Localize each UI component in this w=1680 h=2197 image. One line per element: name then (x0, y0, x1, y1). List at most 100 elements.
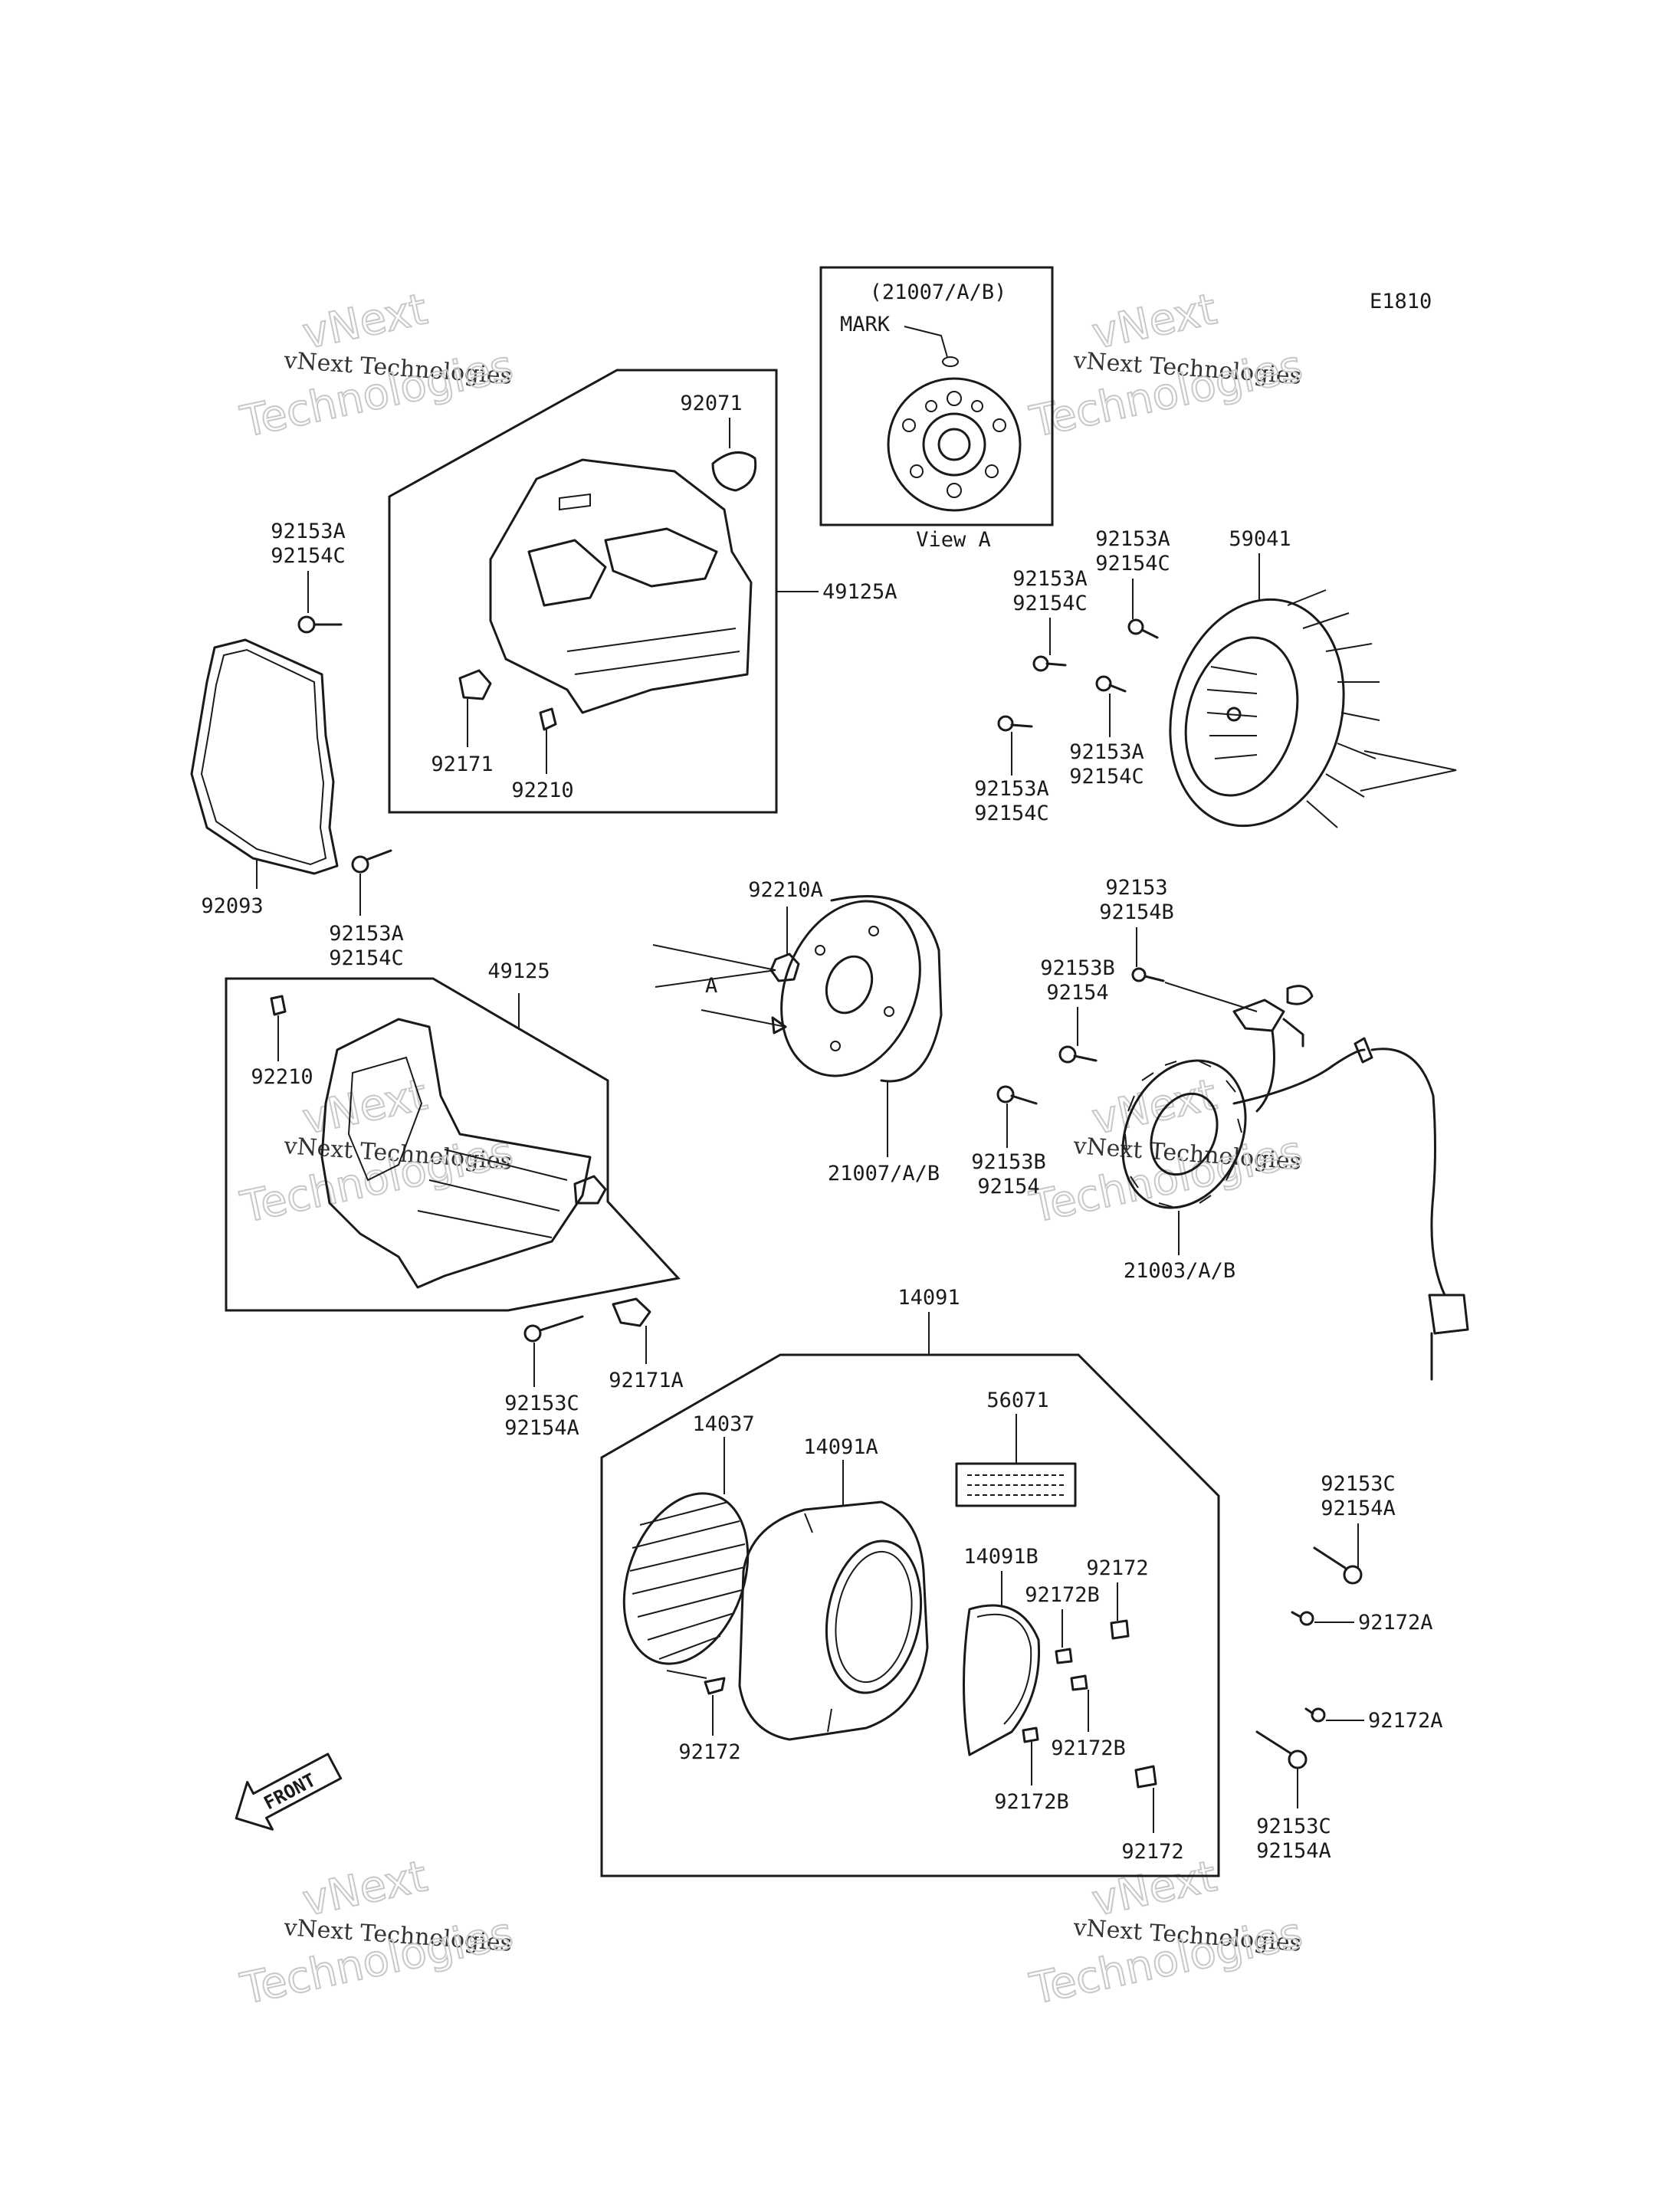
label-21007: 21007/A/B (828, 1162, 940, 1185)
lower-shroud-inner (347, 1056, 423, 1182)
watermark-middle-left: vNext vNext Technologies Technologies (235, 1069, 517, 1234)
fan-cover-opening-inner (835, 1550, 913, 1684)
label-92154-b: 92154 (977, 1175, 1039, 1199)
bolt-shank (539, 1315, 584, 1332)
flywheel-axis-line (652, 944, 776, 988)
label-92172-c: 92172 (1121, 1840, 1183, 1864)
label-92154A-a: 92154A (504, 1416, 579, 1440)
bolt-head (523, 1324, 542, 1343)
pickup-coil (1232, 998, 1285, 1032)
label-92172A-a: 92172A (1358, 1611, 1433, 1635)
fan-outer-ring (1169, 598, 1345, 828)
rotor-face-bore (937, 428, 971, 461)
screw-92172 (1134, 1765, 1157, 1789)
stator-coils (1124, 1061, 1242, 1208)
fan-cover-group: 14091 14037 14091A 56071 14091B 92172 92… (600, 1286, 1220, 1877)
bolt-shank (1140, 628, 1159, 639)
fan-axis-line (1360, 750, 1457, 792)
screw-head (1299, 1611, 1314, 1626)
stator-group: 92153 92154B 92153B 92154 92153B 92154 2… (971, 876, 1469, 1381)
label-92154C-f: 92154C (974, 802, 1049, 825)
label-92153C-b: 92153C (1321, 1472, 1396, 1496)
clip-92171 (458, 669, 492, 700)
cover-axis-line (666, 1670, 707, 1679)
upper-shroud-part (489, 458, 753, 714)
label-92154C-b: 92154C (329, 946, 404, 970)
label-92172A-b: 92172A (1368, 1709, 1443, 1733)
shroud-slot (559, 493, 591, 511)
label-92172B-b: 92172B (1051, 1736, 1126, 1760)
bolt-lower-left: 92153C 92154A 92171A (504, 1297, 684, 1440)
screw-92172-a (704, 1677, 726, 1695)
label-92154C-c: 92154C (1095, 552, 1170, 575)
label-92172-a: 92172 (678, 1740, 740, 1764)
bolt-top-left: 92153A 92154C (271, 520, 346, 634)
label-92153A-e: 92153A (1069, 740, 1144, 764)
label-14091B: 14091B (963, 1545, 1039, 1569)
lower-shroud-boss (573, 1175, 607, 1205)
bolt-head (1131, 967, 1147, 982)
fan-fins (1206, 666, 1258, 759)
front-arrow-shape (235, 1753, 343, 1831)
bolt-shank (365, 849, 392, 861)
nut-92210 (539, 707, 557, 731)
guard-inner (976, 1613, 1032, 1725)
screw-shank (1291, 1611, 1302, 1618)
label-14091A: 14091A (803, 1435, 878, 1459)
upper-shroud-frame (388, 369, 778, 814)
flywheel-hole (868, 926, 879, 936)
fan-blades (1287, 589, 1380, 828)
bolt-head (1058, 1045, 1077, 1064)
screw-92172B (1022, 1726, 1039, 1743)
front-direction-arrow: FRONT (235, 1753, 343, 1831)
fan-bolts: 92153A 92154C 92153A 92154C 92153A 92154… (974, 527, 1170, 825)
rotor-hole (993, 418, 1006, 432)
label-92093: 92093 (201, 894, 263, 918)
view-arrow-head (771, 1016, 787, 1035)
view-a-mark-label: MARK (840, 313, 891, 336)
flywheel-group: 92210A A 21007/A/B (652, 878, 943, 1185)
stator-bolt-line (1164, 982, 1258, 1012)
rotor-hole (902, 418, 916, 432)
diagram-code: E1810 (1370, 290, 1432, 313)
bolt-head (1095, 675, 1112, 692)
wire-grommet (1354, 1037, 1373, 1064)
fan-group: 59041 (1169, 527, 1457, 828)
label-92171: 92171 (431, 753, 493, 776)
svg-text:vNext: vNext (298, 1070, 431, 1145)
flywheel-face (780, 900, 921, 1077)
label-56071: 56071 (986, 1389, 1048, 1412)
watermark-bottom-left: vNext vNext Technologies Technologies (235, 1851, 517, 2015)
rotor-hole (985, 464, 999, 478)
bolt-shank (1073, 1054, 1098, 1062)
rotor-face-outline (887, 377, 1022, 512)
label-92172-b: 92172 (1086, 1556, 1148, 1580)
label-92154C-a: 92154C (271, 544, 346, 568)
pickup-tab (1286, 985, 1314, 1005)
stator-wire (1232, 1048, 1366, 1105)
watermark-top-left: vNext vNext Technologies Technologies (235, 284, 517, 448)
label-92171A: 92171A (609, 1369, 684, 1392)
view-a-frame (819, 266, 1054, 526)
label-14091: 14091 (897, 1286, 960, 1310)
screw-92172B (1070, 1674, 1088, 1691)
label-92154A-c: 92154A (1256, 1839, 1331, 1863)
flywheel-hub (825, 955, 874, 1015)
view-a-caption: View A (916, 528, 991, 552)
pickup-wire (1255, 1029, 1275, 1113)
svg-text:vNext: vNext (1088, 284, 1221, 359)
label-92153: 92153 (1105, 876, 1167, 900)
flywheel-hole (884, 1006, 894, 1017)
label-14037: 14037 (692, 1412, 754, 1436)
bolt-head (1032, 655, 1049, 672)
harness-connector (1428, 1294, 1469, 1335)
view-arrow-label: A (705, 974, 717, 998)
main-harness (1370, 1048, 1446, 1297)
label-92172B-c: 92172B (994, 1790, 1069, 1814)
lower-shroud-part (320, 1018, 592, 1289)
label-92153A-b: 92153A (329, 922, 404, 946)
fan-cover-frame (600, 1353, 1220, 1877)
bolts-right: 92153C 92154A 92172A 92172A 92153C 92154… (1255, 1472, 1443, 1863)
bolt-head (997, 715, 1014, 732)
bolt-shank (1313, 1546, 1347, 1569)
